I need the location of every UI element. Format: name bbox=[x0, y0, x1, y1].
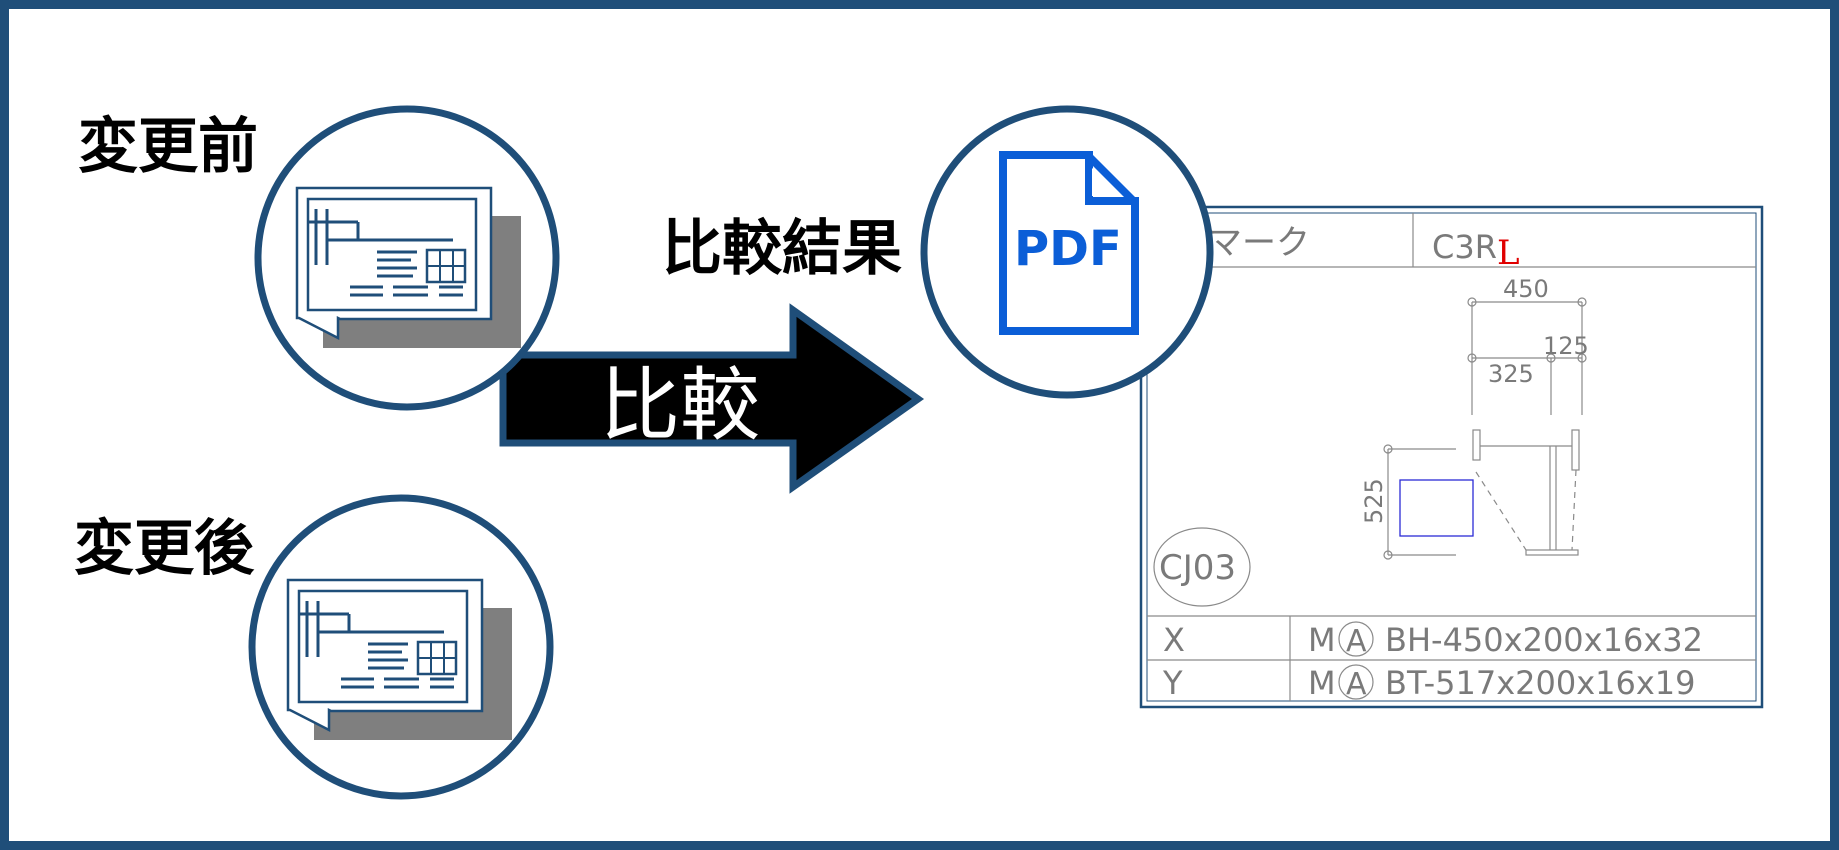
row-y-material: M A BT-517x200x16x19 bbox=[1308, 664, 1696, 702]
before-document-circle bbox=[254, 105, 560, 411]
compare-result-label: 比較結果 bbox=[662, 214, 902, 284]
mark-value-text: C3RL bbox=[1432, 228, 1520, 273]
pdf-file-icon: PDF bbox=[999, 151, 1139, 335]
tag-text: CJ03 bbox=[1159, 548, 1236, 588]
dim-450-text: 450 bbox=[1503, 275, 1549, 303]
dim-125-text: 125 bbox=[1543, 332, 1589, 360]
svg-text:BH-450x200x16x32: BH-450x200x16x32 bbox=[1385, 621, 1703, 659]
cad-drawing: マーク C3RL bbox=[1139, 205, 1764, 709]
svg-text:M: M bbox=[1308, 621, 1336, 659]
row-x-material: M A BH-450x200x16x32 bbox=[1308, 621, 1703, 659]
svg-text:M: M bbox=[1308, 664, 1336, 702]
before-label: 変更前 bbox=[78, 112, 258, 182]
svg-text:BT-517x200x16x19: BT-517x200x16x19 bbox=[1385, 664, 1696, 702]
compare-arrow: 比較 bbox=[499, 303, 925, 494]
dim-525-text: 525 bbox=[1360, 478, 1388, 524]
svg-text:A: A bbox=[1346, 667, 1367, 702]
mark-header-text: マーク bbox=[1208, 223, 1310, 263]
drawing-document-icon bbox=[286, 578, 512, 740]
pdf-icon-label: PDF bbox=[1014, 221, 1122, 277]
after-label: 変更後 bbox=[74, 514, 254, 584]
row-x-axis: X bbox=[1163, 621, 1185, 659]
pdf-result-circle: PDF bbox=[920, 105, 1214, 399]
after-document-circle bbox=[248, 494, 554, 800]
svg-text:A: A bbox=[1346, 624, 1367, 659]
drawing-document-icon bbox=[295, 186, 521, 348]
dim-325-text: 325 bbox=[1488, 360, 1534, 388]
compare-arrow-label: 比較 bbox=[600, 359, 760, 452]
row-y-axis: Y bbox=[1162, 664, 1183, 702]
